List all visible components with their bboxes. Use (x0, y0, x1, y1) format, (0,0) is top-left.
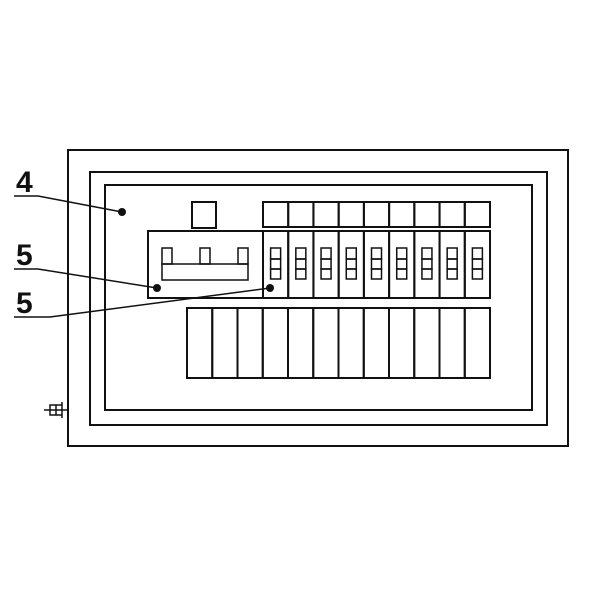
breaker-toggle (295, 247, 307, 260)
door-frame (89, 171, 548, 426)
indicator-row (262, 201, 491, 228)
breaker-toggle (345, 247, 358, 260)
terminal-block (287, 307, 315, 379)
leader-line-4 (14, 195, 123, 213)
main-switch-pole (237, 247, 249, 265)
breaker-row (262, 230, 491, 299)
indicator-box (438, 201, 466, 228)
indicator-box (287, 201, 315, 228)
breaker-toggle (446, 247, 458, 260)
label-4: 4 (16, 166, 33, 199)
breaker-toggle-low (446, 268, 458, 280)
terminal-block (438, 307, 466, 379)
breaker-toggle-mid (320, 258, 332, 270)
terminal-block-row (186, 307, 491, 379)
main-switch-busbar (161, 263, 249, 281)
breaker-toggle-mid (446, 258, 458, 270)
terminal-block (186, 307, 214, 379)
breaker-module (413, 230, 441, 299)
breaker-toggle-low (320, 268, 332, 280)
breaker-toggle-low (370, 268, 383, 280)
indicator-box (337, 201, 365, 228)
breaker-module (463, 230, 491, 299)
breaker-toggle-low (345, 268, 358, 280)
breaker-module (337, 230, 365, 299)
breaker-toggle-mid (471, 258, 484, 270)
breaker-toggle (269, 247, 282, 260)
ground-connector-icon (44, 402, 68, 418)
breaker-module (438, 230, 466, 299)
terminal-block (337, 307, 365, 379)
breaker-module (362, 230, 391, 299)
breaker-toggle (471, 247, 484, 260)
breaker-toggle-low (269, 268, 282, 280)
terminal-block (312, 307, 340, 379)
breaker-toggle-mid (395, 258, 408, 270)
leader-line-5-lower (14, 287, 271, 318)
indicator-box (463, 201, 491, 228)
terminal-block (261, 307, 289, 379)
leader-dot-4 (118, 208, 126, 216)
meter-window (191, 201, 217, 229)
main-switch-poles (161, 247, 249, 265)
breaker-toggle-mid (370, 258, 383, 270)
breaker-toggle-mid (421, 258, 433, 270)
terminal-block (463, 307, 491, 379)
breaker-toggle-mid (269, 258, 282, 270)
indicator-box (413, 201, 441, 228)
terminal-block (413, 307, 441, 379)
leader-dot-5-upper (153, 284, 161, 292)
breaker-module (388, 230, 416, 299)
breaker-toggle-low (421, 268, 433, 280)
breaker-module (287, 230, 315, 299)
breaker-toggle-mid (295, 258, 307, 270)
terminal-block (362, 307, 390, 379)
breaker-toggle-mid (345, 258, 358, 270)
outer-enclosure (67, 149, 569, 447)
breaker-toggle (370, 247, 383, 260)
label-5-lower: 5 (16, 287, 33, 320)
breaker-toggle (395, 247, 408, 260)
breaker-module (312, 230, 340, 299)
breaker-toggle (421, 247, 433, 260)
terminal-block (388, 307, 416, 379)
breaker-toggle-low (295, 268, 307, 280)
terminal-block (236, 307, 264, 379)
main-switch-pole (199, 247, 211, 265)
terminal-block (211, 307, 239, 379)
indicator-box (362, 201, 391, 228)
indicator-box (262, 201, 290, 228)
indicator-box (312, 201, 340, 228)
leader-line-5-upper (14, 268, 158, 289)
breaker-toggle (320, 247, 332, 260)
label-5-upper: 5 (16, 239, 33, 272)
indicator-box (388, 201, 416, 228)
leader-dot-5-lower (266, 284, 274, 292)
breaker-toggle-low (471, 268, 484, 280)
mounting-panel (104, 184, 533, 411)
main-switch-pole (161, 247, 173, 265)
breaker-toggle-low (395, 268, 408, 280)
